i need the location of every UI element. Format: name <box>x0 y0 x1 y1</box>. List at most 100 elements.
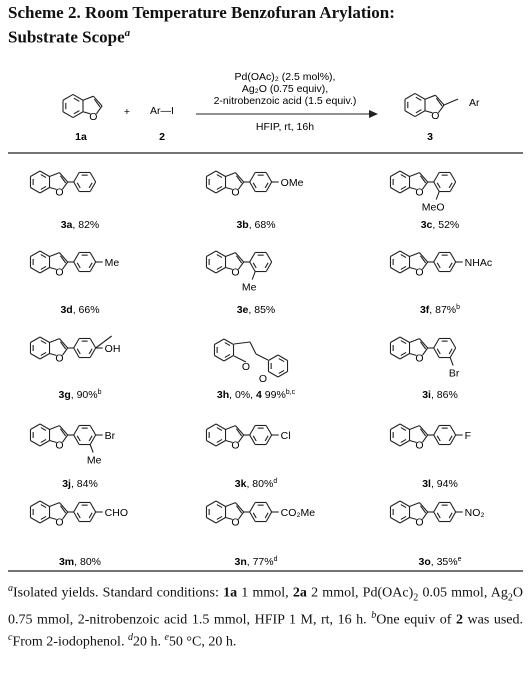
ring-bond <box>277 371 288 378</box>
footnote-mark-e: e <box>164 632 169 644</box>
aromatic-bond <box>278 358 285 363</box>
ring-bond <box>30 423 41 430</box>
aromatic-bond <box>88 348 93 355</box>
bond <box>59 172 69 183</box>
ring-bond <box>89 261 97 272</box>
double-bond <box>235 428 243 437</box>
ring-oxygen: O <box>231 186 239 198</box>
ring-bond <box>265 502 273 513</box>
aromatic-bond <box>415 96 422 101</box>
ring-bond <box>206 267 217 274</box>
bond <box>92 95 103 107</box>
ring-bond <box>73 172 80 183</box>
aromatic-bond <box>40 185 47 190</box>
ring-bond <box>249 181 256 192</box>
product-3l-group: F <box>465 430 471 442</box>
substituent-bond <box>435 191 440 200</box>
ring-bond <box>30 336 41 343</box>
double-bond <box>235 505 243 514</box>
ring-bond <box>89 252 97 263</box>
bond <box>61 511 69 520</box>
aromatic-bond <box>88 512 93 519</box>
bond <box>409 516 417 520</box>
ring-oxygen: O <box>231 439 239 451</box>
aromatic-bond <box>76 435 81 442</box>
bond <box>424 94 436 100</box>
ring-bond <box>404 92 416 100</box>
ring-oxygen: O <box>415 266 423 278</box>
double-bond <box>59 428 67 437</box>
aromatic-bond <box>88 262 93 269</box>
product-3b-label: 3b, 68% <box>236 219 275 231</box>
ring-oxygen: O <box>231 266 239 278</box>
ring-bond <box>399 170 410 177</box>
ring-bond <box>399 440 410 447</box>
aromatic-bond <box>278 369 285 374</box>
bond <box>225 252 236 258</box>
aromatic-bond <box>448 512 453 519</box>
compound-1a: 1a <box>223 585 238 601</box>
product-3j-label: 3j, 84% <box>62 478 98 490</box>
ring-bond <box>215 517 226 524</box>
ring-bond <box>265 434 273 445</box>
aromatic-bond <box>88 435 93 442</box>
ring-bond <box>89 338 97 349</box>
aromatic-bond <box>216 515 223 520</box>
ring-oxygen: O <box>415 516 423 528</box>
compound-2a: 2a <box>292 585 307 601</box>
ring-bond <box>72 93 84 101</box>
ring-bond <box>249 252 256 263</box>
aromatic-bond <box>448 262 453 269</box>
product-3o-group: NO₂ <box>465 507 485 519</box>
product-3e-label: 3e, 85% <box>237 304 276 316</box>
bond <box>421 261 429 270</box>
product-3m-group: CHO <box>105 507 128 519</box>
bond <box>49 186 57 190</box>
ring-bond <box>30 187 41 194</box>
ring-bond <box>449 181 457 192</box>
bond <box>82 111 91 115</box>
ring-bond <box>449 347 457 358</box>
bond <box>225 425 236 431</box>
ring-bond <box>249 261 256 272</box>
bond <box>421 347 429 356</box>
aromatic-bond <box>400 504 407 509</box>
compound-2: 2 <box>455 612 463 628</box>
ring-bond <box>89 347 97 358</box>
bond <box>61 434 69 443</box>
double-bond <box>59 255 67 264</box>
aromatic-bond <box>400 265 407 270</box>
bond <box>421 434 429 443</box>
aromatic-bond <box>40 351 47 356</box>
ring-bond <box>215 267 226 274</box>
ring-bond <box>73 338 80 349</box>
bond <box>409 172 420 178</box>
ring-bond <box>390 500 401 507</box>
bond <box>59 338 69 349</box>
aromatic-bond <box>400 427 407 432</box>
bond <box>59 425 69 436</box>
ring-bond <box>39 267 50 274</box>
bond <box>61 181 69 190</box>
double-bond <box>435 97 443 107</box>
bond <box>225 516 233 520</box>
bond <box>225 172 236 178</box>
ring-bond <box>206 187 217 194</box>
bond <box>235 425 245 436</box>
bond <box>49 516 57 520</box>
footnote-mark-d: d <box>127 632 133 644</box>
ring-bond <box>30 500 41 507</box>
aromatic-bond <box>216 427 223 432</box>
aromatic-bond <box>40 340 47 345</box>
ring-bond <box>39 353 50 360</box>
bond <box>419 252 429 263</box>
bond <box>225 502 236 508</box>
ring-bond <box>449 511 457 522</box>
aromatic-bond <box>436 435 441 442</box>
aromatic-bond <box>40 504 47 509</box>
bond <box>409 186 417 190</box>
product-3d-group: Me <box>105 257 120 269</box>
ring-oxygen-3h: O <box>242 361 250 373</box>
ring-bond <box>449 434 457 445</box>
bond <box>61 261 69 270</box>
